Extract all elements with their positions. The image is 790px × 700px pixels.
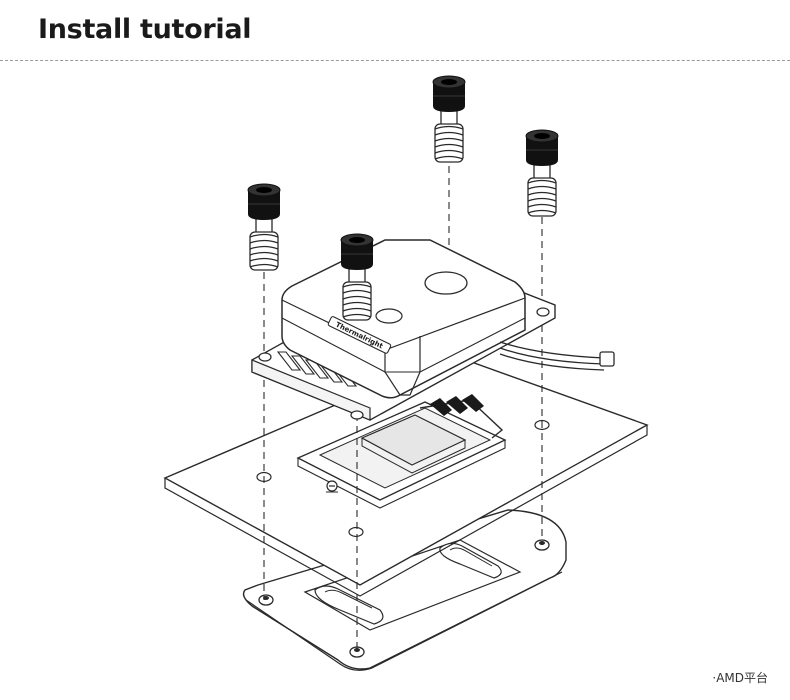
backplate-standoff-left	[258, 594, 274, 606]
title-divider	[0, 60, 790, 61]
screw-spring-left	[247, 183, 281, 271]
backplate	[242, 509, 567, 671]
cpu-socket	[296, 394, 507, 509]
platform-caption: ·AMD平台	[712, 671, 768, 685]
water-block-top: Thermalright	[281, 239, 526, 399]
rgb-cable	[499, 341, 615, 371]
screw-spring-back	[432, 75, 466, 163]
cable-connector	[599, 351, 615, 367]
page-title: Install tutorial	[38, 14, 252, 45]
screw-spring-right	[525, 129, 559, 217]
alignment-lines	[263, 166, 543, 652]
